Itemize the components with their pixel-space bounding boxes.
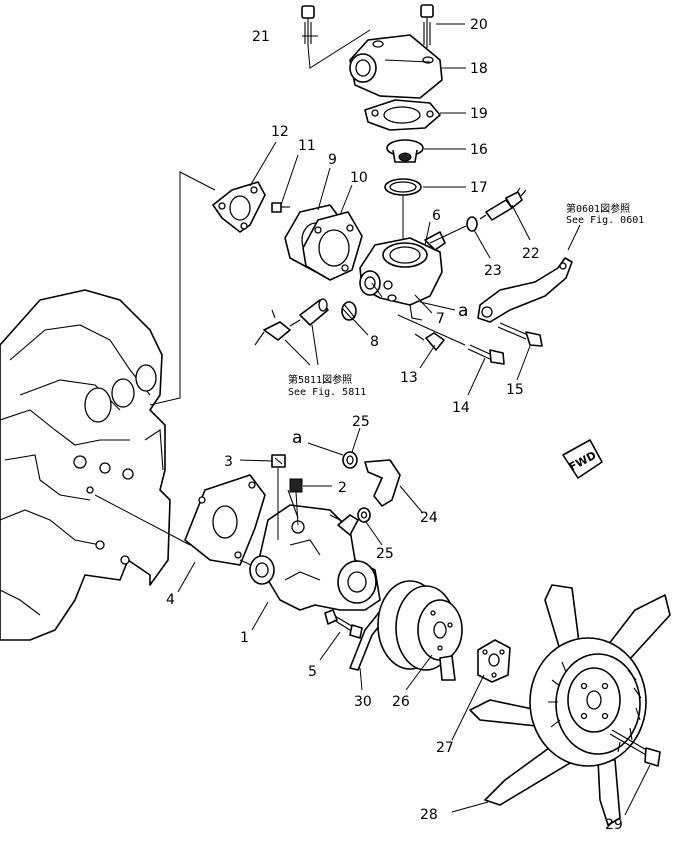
- o-ring-17: [384, 178, 422, 196]
- bolt-14: [467, 344, 505, 365]
- callout-labels: 21 20 18 19 16 17 12 11 9 10 6 22 23 7 a…: [166, 17, 623, 833]
- leader-23-to-housing: [429, 225, 467, 244]
- bolt-21: [301, 5, 315, 46]
- bolt-13: [414, 332, 445, 351]
- cooling-fan-28: [469, 584, 671, 826]
- bolt-15: [497, 322, 543, 347]
- callout-16: 16: [470, 142, 488, 158]
- callout-21: 21: [252, 29, 270, 45]
- fitting: [299, 298, 329, 326]
- thermostat-housing-6: [359, 231, 446, 321]
- callout-24: 24: [420, 510, 438, 526]
- leader-block-to-gasket: [149, 171, 216, 406]
- callout-19: 19: [470, 106, 488, 122]
- callout-20: 20: [470, 17, 488, 33]
- leader-a-lower: [307, 442, 344, 456]
- callout-14: 14: [452, 400, 470, 416]
- drain-cock: [254, 309, 301, 346]
- leader-23: [473, 229, 491, 259]
- mounting-bracket: [477, 257, 573, 323]
- callout-6: 6: [432, 208, 441, 224]
- pulley-26: [377, 580, 463, 681]
- plug-8: [341, 301, 357, 321]
- thermostat-16: [386, 139, 424, 163]
- ref-fig0601-jp: 第0601図参照: [566, 202, 630, 215]
- gasket-19: [364, 99, 441, 131]
- callout-1: 1: [240, 630, 249, 646]
- callout-7: 7: [436, 311, 445, 327]
- hose-24: [364, 459, 401, 507]
- leader-plug2: [295, 491, 299, 526]
- callout-4: 4: [166, 592, 175, 608]
- callout-leaders: [177, 23, 651, 816]
- thermostat-cover: [349, 34, 443, 99]
- gasket-4: [184, 474, 266, 566]
- callout-26: 26: [392, 694, 410, 710]
- clamp-25-upper: [342, 451, 358, 469]
- leader-bolt21-to-cover: [307, 29, 371, 69]
- callout-22: 22: [522, 246, 540, 262]
- bolt-5: [324, 609, 363, 639]
- callout-8: 8: [370, 334, 379, 350]
- plug-2: [289, 478, 303, 493]
- leader-7: [414, 294, 433, 314]
- callout-25-lower: 25: [376, 546, 394, 562]
- bolt-20: [420, 4, 434, 48]
- callout-28: 28: [420, 807, 438, 823]
- water-pump-1: [249, 489, 381, 611]
- callout-3: 3: [224, 454, 233, 470]
- ref-fig0601-en: See Fig. 0601: [566, 215, 644, 226]
- sensor-22: [479, 187, 527, 221]
- fwd-direction-badge: FWD: [562, 439, 603, 479]
- pump-outlet: [337, 514, 359, 536]
- callout-5: 5: [308, 664, 317, 680]
- callout-11: 11: [298, 138, 316, 154]
- ref-fig5811-en: See Fig. 5811: [288, 387, 366, 398]
- leader-fig0601: [567, 224, 581, 251]
- gasket-12: [212, 181, 266, 233]
- callout-18: 18: [470, 61, 488, 77]
- leader-13-14: [397, 314, 466, 346]
- callout-9: 9: [328, 152, 337, 168]
- callout-13: 13: [400, 370, 418, 386]
- figure-references: 第0601図参照 See Fig. 0601 第5811図参照 See Fig.…: [288, 202, 644, 398]
- callout-15: 15: [506, 382, 524, 398]
- bolt-29: [609, 729, 661, 767]
- clamp-25-lower: [357, 507, 371, 523]
- ref-fig5811-jp: 第5811図参照: [288, 373, 352, 386]
- callout-23: 23: [484, 263, 502, 279]
- plate-10: [302, 211, 363, 281]
- callout-30: 30: [354, 694, 372, 710]
- callout-17: 17: [470, 180, 488, 196]
- plug-3: [271, 454, 286, 468]
- leader-5811-a: [284, 339, 311, 366]
- bolt-11: [271, 202, 290, 213]
- spacer-27: [477, 639, 511, 683]
- callout-2: 2: [338, 480, 347, 496]
- leader-block-gasket4: [94, 494, 191, 546]
- engine-block: [0, 289, 171, 641]
- leader-plug-8: [351, 317, 369, 336]
- leader-a-upper: [419, 301, 456, 311]
- callout-27: 27: [436, 740, 454, 756]
- callout-12: 12: [271, 124, 289, 140]
- washer-23: [466, 216, 478, 232]
- connection-marker-a-upper: a: [458, 301, 468, 321]
- callout-29: 29: [605, 817, 623, 833]
- callout-25-upper: 25: [352, 414, 370, 430]
- leader-5811-b: [311, 324, 319, 366]
- callout-10: 10: [350, 170, 368, 186]
- connection-marker-a-lower: a: [292, 428, 302, 448]
